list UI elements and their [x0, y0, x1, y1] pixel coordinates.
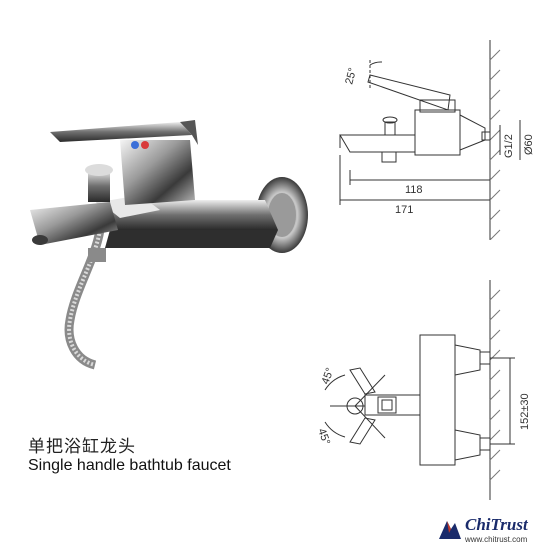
diameter-label: Ø60: [523, 134, 535, 155]
logo-mark-icon: [439, 521, 461, 539]
dim-inner-label: 118: [405, 184, 423, 196]
brand-name: ChiTrust: [465, 515, 528, 534]
thread-label: G1/2: [503, 134, 515, 158]
side-view-drawing: 25° G1/2 Ø60 118 171: [339, 40, 535, 240]
product-title-english: Single handle bathtub faucet: [28, 457, 231, 474]
faucet-photo: [30, 120, 308, 370]
product-title-chinese: 单把浴缸龙头: [28, 437, 136, 457]
angle-top-label: 45°: [320, 366, 337, 386]
angle-label: 25°: [343, 67, 359, 86]
brand-url: www.chitrust.com: [465, 535, 528, 544]
spacing-label: 152±30: [519, 393, 531, 430]
angle-bottom-label: 45°: [315, 427, 332, 447]
top-view-drawing: 45° 45° 152±30: [315, 280, 531, 500]
dim-outer-label: 171: [395, 204, 413, 216]
brand-logo: ChiTrust www.chitrust.com: [435, 513, 547, 547]
